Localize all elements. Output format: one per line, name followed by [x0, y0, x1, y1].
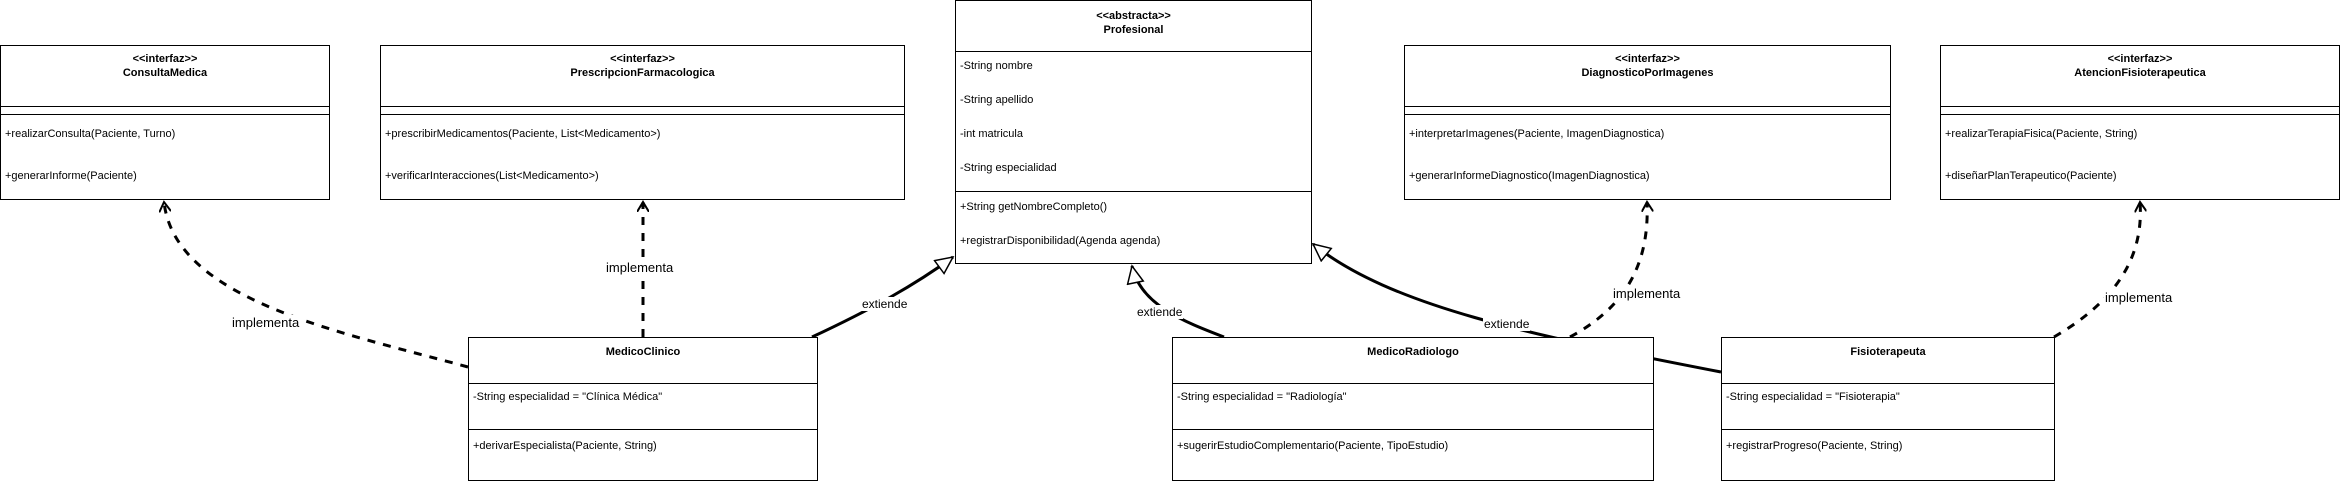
edge-label-implementa: implementa	[605, 260, 675, 276]
edge-label-implementa: implementa	[1612, 286, 1682, 302]
class-fisioterapeuta: Fisioterapeuta -String especialidad = "F…	[1721, 337, 2055, 481]
class-name: MedicoClinico	[605, 346, 681, 358]
edge-label-implementa: implementa	[2104, 290, 2174, 306]
method-realizar-terapia-fisica: +realizarTerapiaFisica(Paciente, String)	[1945, 128, 2138, 140]
class-profesional: <<abstracta>> Profesional -String nombre…	[955, 0, 1312, 264]
method-get-nombre-completo: +String getNombreCompleto()	[960, 201, 1108, 213]
class-header: <<interfaz>> PrescripcionFarmacologica	[381, 46, 904, 107]
stereotype-label: <<abstracta>>	[1096, 10, 1171, 22]
attributes-compartment: -String especialidad = "Radiología"	[1173, 384, 1653, 430]
class-medico-clinico: MedicoClinico -String especialidad = "Cl…	[468, 337, 818, 481]
edge-label-implementa: implementa	[231, 315, 301, 331]
class-header: <<abstracta>> Profesional	[956, 1, 1311, 52]
edge-label-extiende: extiende	[861, 297, 909, 311]
edge-label-extiende: extiende	[1483, 317, 1531, 331]
class-name: MedicoRadiologo	[1367, 346, 1459, 358]
attribute-especialidad: -String especialidad = "Clínica Médica"	[473, 391, 663, 403]
attributes-compartment: -String especialidad = "Clínica Médica"	[469, 384, 817, 430]
method-interpretar-imagenes: +interpretarImagenes(Paciente, ImagenDia…	[1409, 128, 1665, 140]
generalization-radiologo-profesional	[1132, 266, 1225, 339]
interface-consulta-medica: <<interfaz>> ConsultaMedica +realizarCon…	[0, 45, 330, 200]
realization-radiologo-diagnostico	[1569, 202, 1647, 339]
class-header: <<interfaz>> ConsultaMedica	[1, 46, 329, 107]
class-name: AtencionFisioterapeutica	[2074, 67, 2206, 79]
method-verificar-interacciones: +verificarInteracciones(List<Medicamento…	[385, 170, 599, 182]
class-name: Profesional	[1103, 24, 1164, 36]
method-registrar-progreso: +registrarProgreso(Paciente, String)	[1726, 440, 1903, 452]
method-registrar-disponibilidad: +registrarDisponibilidad(Agenda agenda)	[960, 235, 1161, 247]
edge-label-extiende: extiende	[1136, 305, 1184, 319]
attribute-especialidad: -String especialidad = "Radiología"	[1177, 391, 1347, 403]
attributes-compartment	[1, 107, 329, 115]
class-name: DiagnosticoPorImagenes	[1581, 67, 1714, 79]
stereotype-label: <<interfaz>>	[2107, 53, 2173, 65]
attribute-apellido: -String apellido	[960, 94, 1034, 106]
class-header: MedicoRadiologo	[1173, 338, 1653, 384]
class-medico-radiologo: MedicoRadiologo -String especialidad = "…	[1172, 337, 1654, 481]
interface-diagnostico-por-imagenes: <<interfaz>> DiagnosticoPorImagenes +int…	[1404, 45, 1891, 200]
method-sugerir-estudio-complementario: +sugerirEstudioComplementario(Paciente, …	[1177, 440, 1449, 452]
method-generar-informe: +generarInforme(Paciente)	[5, 170, 137, 182]
attributes-compartment	[381, 107, 904, 115]
method-disenar-plan-terapeutico: +diseñarPlanTerapeutico(Paciente)	[1945, 170, 2117, 182]
attribute-especialidad: -String especialidad	[960, 162, 1057, 174]
class-header: <<interfaz>> AtencionFisioterapeutica	[1941, 46, 2339, 107]
attribute-especialidad: -String especialidad = "Fisioterapia"	[1726, 391, 1900, 403]
class-name: PrescripcionFarmacologica	[570, 67, 715, 79]
attributes-compartment: -String especialidad = "Fisioterapia"	[1722, 384, 2054, 430]
stereotype-label: <<interfaz>>	[610, 53, 675, 65]
attribute-matricula: -int matricula	[960, 128, 1023, 140]
method-generar-informe-diagnostico: +generarInformeDiagnostico(ImagenDiagnos…	[1409, 170, 1650, 182]
class-header: MedicoClinico	[469, 338, 817, 384]
attribute-nombre: -String nombre	[960, 60, 1033, 72]
attributes-compartment: -String nombre -String apellido -int mat…	[956, 52, 1311, 192]
method-prescribir-medicamentos: +prescribirMedicamentos(Paciente, List<M…	[385, 128, 661, 140]
class-header: <<interfaz>> DiagnosticoPorImagenes	[1405, 46, 1890, 107]
attributes-compartment	[1941, 107, 2339, 115]
interface-atencion-fisioterapeutica: <<interfaz>> AtencionFisioterapeutica +r…	[1940, 45, 2340, 200]
method-realizar-consulta: +realizarConsulta(Paciente, Turno)	[5, 128, 176, 140]
class-name: ConsultaMedica	[122, 67, 208, 79]
class-name: Fisioterapeuta	[1850, 346, 1926, 358]
realization-clinico-consulta	[164, 202, 469, 369]
method-derivar-especialista: +derivarEspecialista(Paciente, String)	[473, 440, 657, 452]
realization-fisio-atencion	[2053, 202, 2140, 339]
class-header: Fisioterapeuta	[1722, 338, 2054, 384]
stereotype-label: <<interfaz>>	[1615, 53, 1680, 65]
stereotype-label: <<interfaz>>	[132, 53, 198, 65]
interface-prescripcion-farmacologica: <<interfaz>> PrescripcionFarmacologica +…	[380, 45, 905, 200]
attributes-compartment	[1405, 107, 1890, 115]
